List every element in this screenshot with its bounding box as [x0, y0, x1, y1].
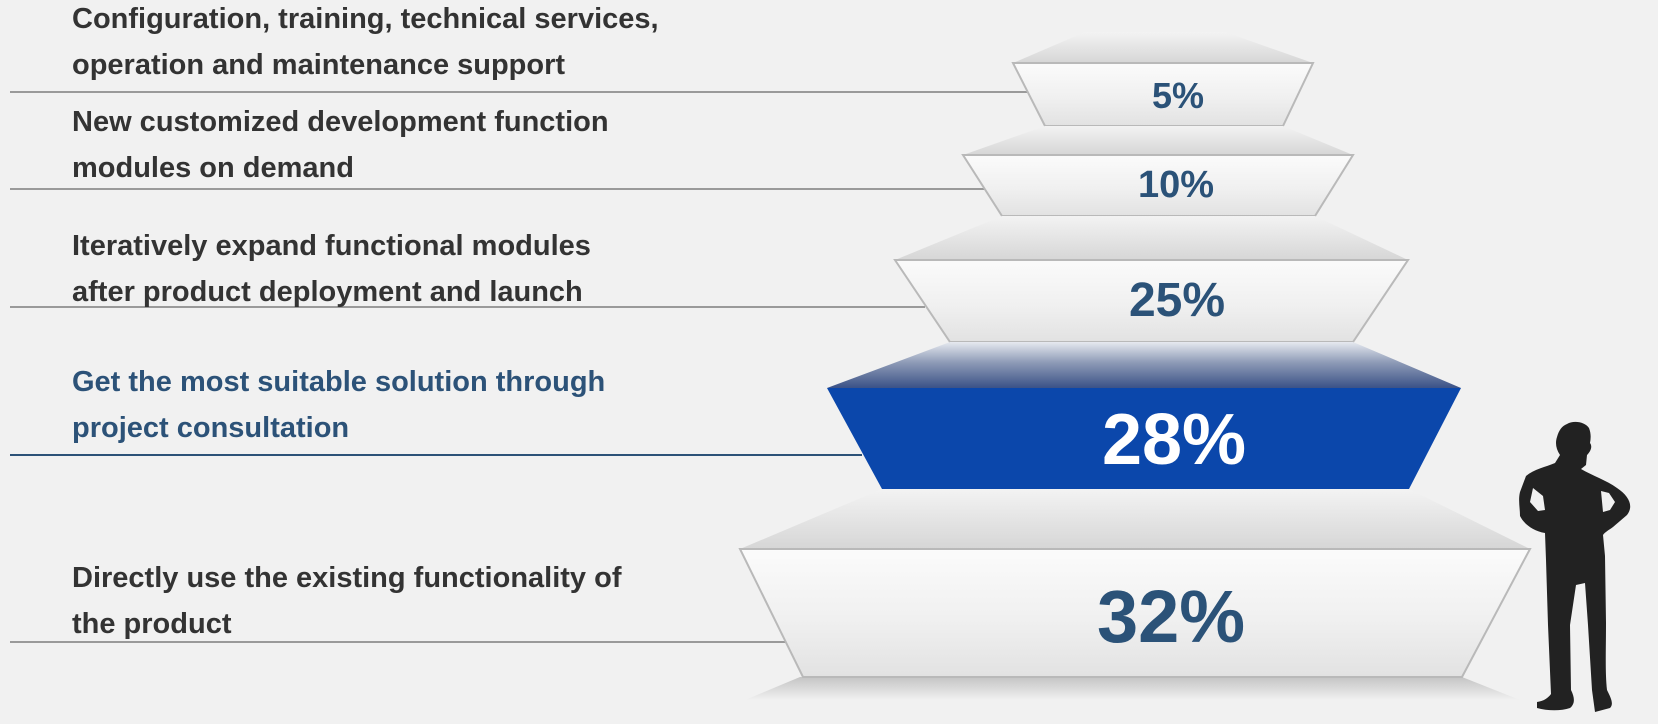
tier-1-line-1: Configuration, training, technical servi…: [72, 3, 659, 35]
tier-5-percent: 32%: [1097, 575, 1245, 658]
tier-3-line-1: Iteratively expand functional modules: [72, 230, 591, 262]
tier-4-percent: 28%: [1102, 400, 1246, 480]
tier-3-top: [895, 216, 1408, 260]
pyramid-tier-1: 5%: [10, 32, 1315, 127]
tier-1-description: Configuration, training, technical servi…: [72, 0, 732, 88]
tier-5-description: Directly use the existing functionality …: [72, 555, 732, 647]
pyramid-tier-3: 25%: [10, 216, 1410, 343]
pyramid-tier-4: 28%: [10, 342, 1461, 489]
tier-2-percent: 10%: [1138, 164, 1214, 206]
tier-1-percent: 5%: [1152, 75, 1204, 116]
tier-3-line-2: after product deployment and launch: [72, 276, 583, 308]
tier-4-top: [827, 342, 1461, 388]
tier-2-line-2: modules on demand: [72, 152, 354, 184]
tier-5-top: [740, 489, 1530, 549]
tier-4-description: Get the most suitable solution through p…: [72, 359, 732, 451]
pyramid-tier-5: 32%: [10, 489, 1532, 678]
tier-4-face: [827, 388, 1461, 489]
standing-person-silhouette-icon: [1519, 421, 1631, 712]
pyramid-tier-2: 10%: [10, 126, 1355, 217]
tier-2-top: [963, 126, 1353, 155]
tier-4-line-1: Get the most suitable solution through: [72, 366, 606, 398]
tier-5-face: [738, 548, 1532, 678]
tier-1-line-2: operation and maintenance support: [72, 49, 566, 81]
tier-2-description: New customized development function modu…: [72, 99, 732, 191]
tier-3-percent: 25%: [1129, 274, 1225, 327]
tier-5-line-1: Directly use the existing functionality …: [72, 562, 622, 594]
tier-4-line-2: project consultation: [72, 412, 350, 444]
tier-5-line-2: the product: [72, 608, 232, 640]
tier-2-line-1: New customized development function: [72, 106, 609, 138]
tier-1-top: [1013, 32, 1313, 63]
pyramid-floor-shadow: [745, 677, 1520, 700]
tier-3-description: Iteratively expand functional modules af…: [72, 223, 732, 315]
